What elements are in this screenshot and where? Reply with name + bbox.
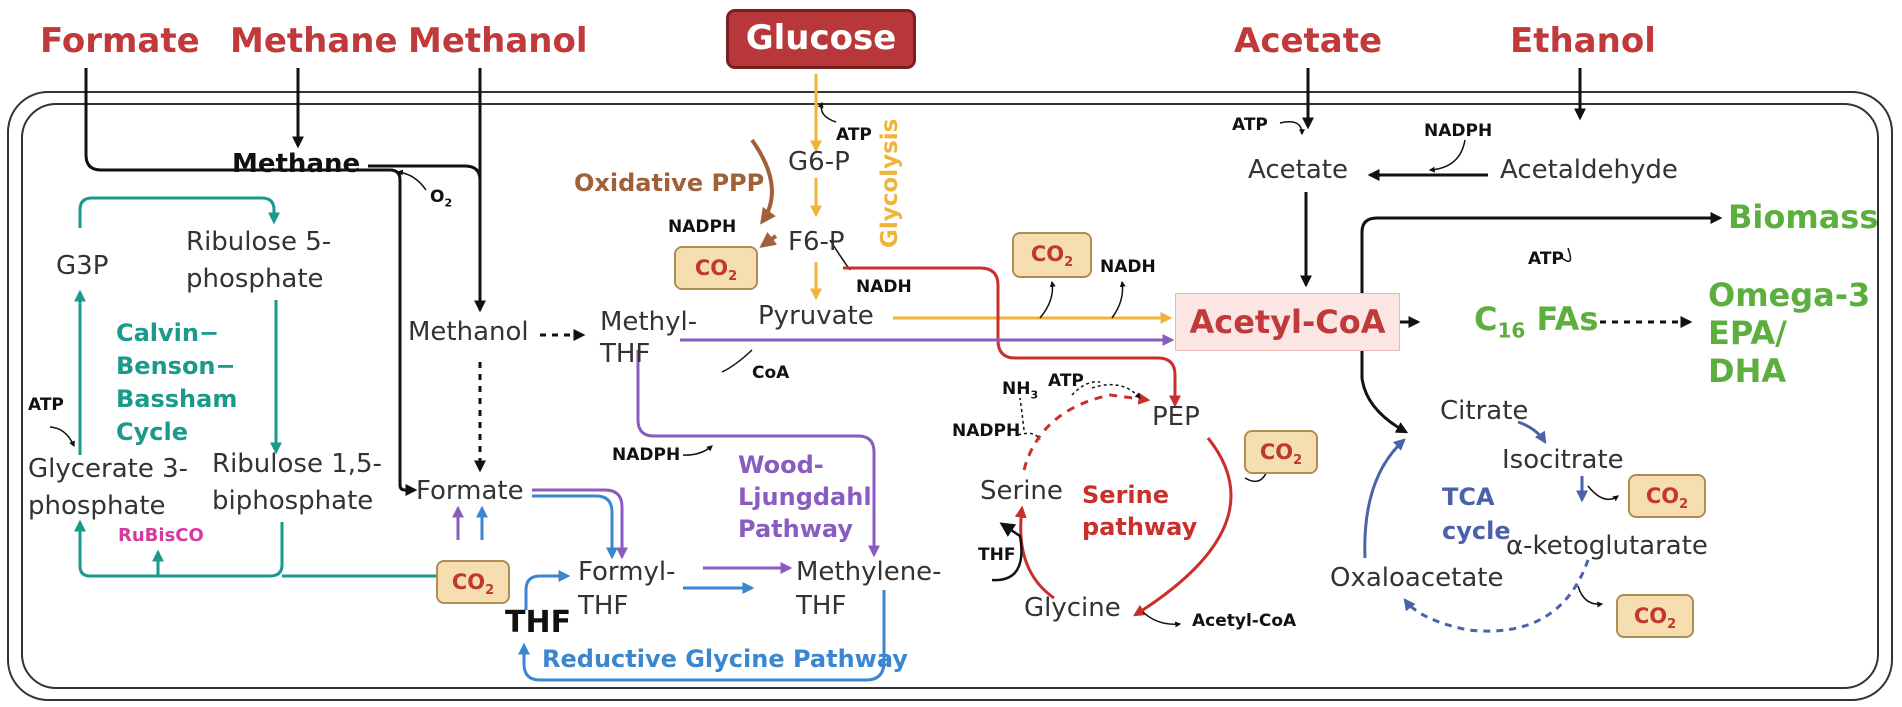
label-reductive-glycine: Reductive Glycine Pathway xyxy=(542,645,908,673)
metabolite-acetaldehyde: Acetaldehyde xyxy=(1500,155,1678,185)
cofactor-atp-acetate: ATP xyxy=(1232,115,1268,135)
metabolite-acetyl-coa: Acetyl-CoA xyxy=(1189,303,1386,341)
co2-box-pep: CO2 xyxy=(1244,430,1318,474)
cofactor-atp-serine: ATP xyxy=(1048,371,1084,391)
metabolite-methane: Methane xyxy=(232,149,361,179)
product-omega-line1: Omega-3 xyxy=(1708,276,1871,314)
label-wood-line2: Ljungdahl xyxy=(738,483,872,511)
source-formate: Formate xyxy=(40,21,200,61)
cofactor-coa: CoA xyxy=(752,363,790,383)
cofactor-atp-cbb: ATP xyxy=(28,395,64,415)
label-tca-line1: TCA xyxy=(1442,483,1495,511)
product-c16-fas: C16 FAs xyxy=(1474,300,1599,343)
cofactor-atp-biomass: ATP xyxy=(1528,249,1564,269)
cofactor-nadph-oppp: NADPH xyxy=(668,217,737,237)
label-oxidative-ppp: Oxidative PPP xyxy=(574,169,765,197)
cofactor-acetyl-coa-glycine: Acetyl-CoA xyxy=(1192,611,1297,631)
metabolite-methanol: Methanol xyxy=(408,317,529,347)
metabolite-glycerate3p-line1: Glycerate 3- xyxy=(28,454,189,484)
cofactor-nadh-pyruvate: NADH xyxy=(1100,257,1156,277)
metabolite-ribulose5p-line1: Ribulose 5- xyxy=(186,227,332,257)
co2-box-isocitrate: CO2 xyxy=(1628,474,1706,518)
metabolite-acetate: Acetate xyxy=(1248,155,1348,185)
metabolite-ribulose5p-line2: phosphate xyxy=(186,264,324,294)
co2-box-pyruvate: CO2 xyxy=(1012,232,1092,278)
label-glycolysis: Glycolysis xyxy=(877,118,903,248)
metabolite-serine: Serine xyxy=(980,476,1063,506)
metabolite-g3p: G3P xyxy=(56,251,109,281)
cofactor-nadph-wood: NADPH xyxy=(612,445,681,465)
source-glucose: Glucose xyxy=(745,18,897,58)
cofactor-nadph-ethanol: NADPH xyxy=(1424,121,1493,141)
metabolite-methyl-thf-line1: Methyl- xyxy=(600,307,698,337)
product-omega-line2: EPA/ xyxy=(1708,314,1787,352)
cell-inner-border xyxy=(21,103,1879,689)
metabolite-methyl-thf-line2: THF xyxy=(600,339,651,369)
product-biomass: Biomass xyxy=(1728,198,1879,236)
metabolite-glycerate3p-line2: phosphate xyxy=(28,491,166,521)
acetyl-coa-box: Acetyl-CoA xyxy=(1175,293,1400,351)
metabolite-alpha-ketoglutarate: α-ketoglutarate xyxy=(1506,531,1708,561)
metabolite-pep: PEP xyxy=(1152,402,1200,432)
co2-box-formate: CO2 xyxy=(436,560,510,604)
source-methanol: Methanol xyxy=(408,21,588,61)
metabolite-f6p: F6-P xyxy=(788,227,845,257)
label-calvin-line2: Benson− xyxy=(116,352,236,380)
cell-outer-border xyxy=(7,91,1893,701)
glucose-box: Glucose xyxy=(726,9,916,69)
label-tca-line2: cycle xyxy=(1442,517,1511,545)
label-serine-line1: Serine xyxy=(1082,481,1169,509)
label-calvin-line3: Bassham xyxy=(116,385,238,413)
label-wood-line1: Wood- xyxy=(738,451,824,479)
metabolite-glycine: Glycine xyxy=(1024,593,1121,623)
metabolite-methylene-thf-line1: Methylene- xyxy=(796,557,942,587)
metabolite-formate: Formate xyxy=(416,476,524,506)
metabolite-thf: THF xyxy=(505,605,572,640)
metabolite-methylene-thf-line2: THF xyxy=(796,591,847,621)
cofactor-nh3: NH3 xyxy=(1002,379,1039,402)
cofactor-atp-glucose: ATP xyxy=(836,125,872,145)
metabolite-pyruvate: Pyruvate xyxy=(758,301,874,331)
source-ethanol: Ethanol xyxy=(1510,21,1656,61)
metabolite-ribulose15bp-line2: biphosphate xyxy=(212,486,374,516)
metabolite-oxaloacetate: Oxaloacetate xyxy=(1330,563,1504,593)
metabolite-formyl-thf-line2: THF xyxy=(578,591,629,621)
label-calvin-line1: Calvin− xyxy=(116,319,220,347)
metabolite-ribulose15bp-line1: Ribulose 1,5- xyxy=(212,449,382,479)
metabolite-citrate: Citrate xyxy=(1440,396,1529,426)
co2-box-akg: CO2 xyxy=(1616,594,1694,638)
cofactor-nadph-serine: NADPH xyxy=(952,421,1021,441)
cofactor-thf-serine: THF xyxy=(978,545,1016,565)
product-omega-line3: DHA xyxy=(1708,352,1787,390)
label-wood-line3: Pathway xyxy=(738,515,853,543)
metabolite-formyl-thf-line1: Formyl- xyxy=(578,557,676,587)
enzyme-rubisco: RuBisCO xyxy=(118,525,204,546)
cofactor-nadh-f6p: NADH xyxy=(856,277,912,297)
label-calvin-line4: Cycle xyxy=(116,418,188,446)
metabolite-g6p: G6-P xyxy=(788,147,850,177)
co2-box-oppp: CO2 xyxy=(674,246,758,290)
metabolite-isocitrate: Isocitrate xyxy=(1502,445,1624,475)
cofactor-o2: O2 xyxy=(430,187,453,210)
source-methane: Methane xyxy=(230,21,398,61)
source-acetate: Acetate xyxy=(1234,21,1383,61)
label-serine-line2: pathway xyxy=(1082,513,1198,541)
